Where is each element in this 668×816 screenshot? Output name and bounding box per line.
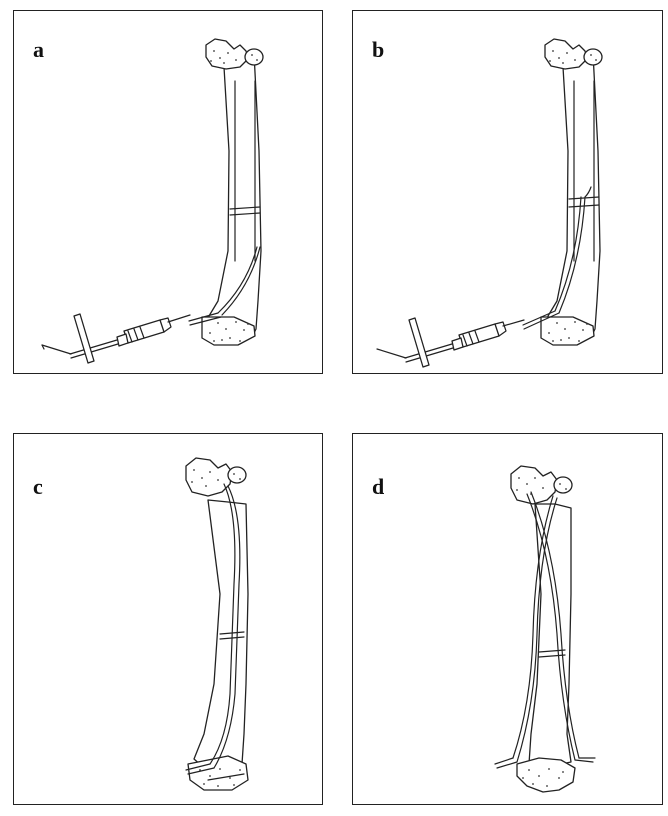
panel-c: c <box>13 433 323 805</box>
bone-illustration-a <box>14 11 324 375</box>
bone-illustration-c <box>14 434 324 806</box>
femur-c <box>186 458 248 790</box>
bone-illustration-b <box>353 11 664 375</box>
panel-a: a <box>13 10 323 374</box>
femur-d <box>495 466 595 792</box>
panel-d: d <box>352 433 663 805</box>
femur-b <box>523 39 602 345</box>
syringe-b <box>377 318 524 367</box>
bone-illustration-d <box>353 434 664 806</box>
syringe-a <box>42 314 190 363</box>
femur-a <box>189 39 263 345</box>
panel-b: b <box>352 10 663 374</box>
